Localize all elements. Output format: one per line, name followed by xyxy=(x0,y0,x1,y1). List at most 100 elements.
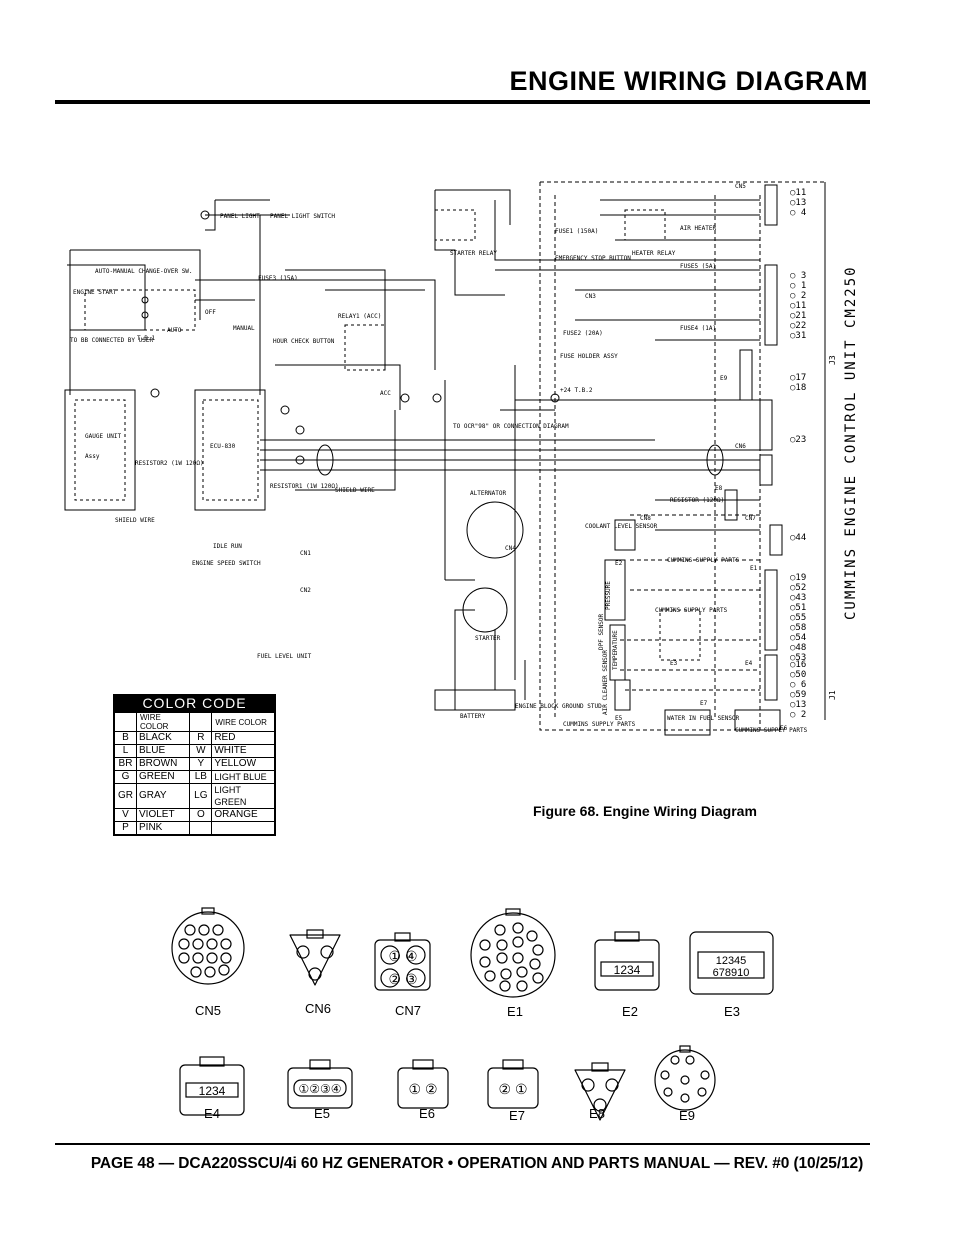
connector-face-views: ① ④ ② ③ 1234 12345 678910 1234 ①②③④ ① ② … xyxy=(171,907,774,1123)
e9-caption: E9 xyxy=(679,1108,695,1123)
svg-text:○ 6: ○ 6 xyxy=(790,680,806,690)
auto-manual-label: AUTO-MANUAL CHANGE-OVER SW. xyxy=(95,268,193,275)
alternator-label: ALTERNATOR xyxy=(470,490,507,497)
fuse5-label: FUSE5 (5A) xyxy=(680,263,716,270)
j1-label: J1 xyxy=(828,690,837,700)
e6-caption: E6 xyxy=(419,1106,435,1121)
acc-label: ACC xyxy=(380,390,391,397)
color-name: GRAY xyxy=(135,783,191,809)
e7-pins: ② ① xyxy=(499,1081,528,1097)
gauge-unit-label: GAUGE UNIT xyxy=(85,433,122,440)
pressure-label: PRESSURE xyxy=(605,581,612,610)
panel-light-switch-label: PANEL LIGHT SWITCH xyxy=(270,213,335,220)
air-heater-label: AIR HEATER xyxy=(680,225,717,232)
svg-text:○53: ○53 xyxy=(790,653,806,663)
relay1-label: RELAY1 (ACC) xyxy=(338,313,381,320)
svg-text:○17: ○17 xyxy=(790,373,806,383)
svg-text:○ 4: ○ 4 xyxy=(790,208,806,218)
assy-label: Assy xyxy=(85,453,100,460)
svg-text:○52: ○52 xyxy=(790,583,806,593)
color-code: V xyxy=(114,808,137,822)
resistor2-label: RESISTOR2 (1W 120Ω) xyxy=(135,460,204,467)
svg-text:○23: ○23 xyxy=(790,435,806,445)
svg-text:○21: ○21 xyxy=(790,311,806,321)
svg-text:○48: ○48 xyxy=(790,643,806,653)
e3-label: E3 xyxy=(670,660,678,667)
ecu-label: ECU-830 xyxy=(210,443,236,450)
cn5-label: CN5 xyxy=(735,183,746,190)
color-code xyxy=(189,821,213,835)
svg-text:○43: ○43 xyxy=(790,593,806,603)
cn6-caption: CN6 xyxy=(305,1001,331,1016)
color-name: PINK xyxy=(135,821,191,835)
j3-label: J3 xyxy=(828,355,837,365)
engine-start-label: ENGINE START xyxy=(73,289,117,296)
engine-wiring-diagram: ○11 ○13 ○ 4 ○ 3 ○ 1 ○ 2 ○11 ○21 ○22 ○31 … xyxy=(64,181,859,736)
control-unit-label: CUMMINS ENGINE CONTROL UNIT CM2250 xyxy=(843,265,859,620)
svg-text:○13: ○13 xyxy=(790,198,806,208)
hour-check-label: HOUR CHECK BUTTON xyxy=(273,338,335,345)
cummins-supply-label-4: CUMMINS SUPPLY PARTS xyxy=(735,727,808,734)
cn6-label: CN6 xyxy=(735,443,746,450)
color-code: BR xyxy=(114,757,137,771)
idle-run-label: IDLE RUN xyxy=(213,543,242,550)
e6-pins: ① ② xyxy=(409,1081,438,1097)
svg-text:○13: ○13 xyxy=(790,700,806,710)
svg-text:○ 2: ○ 2 xyxy=(790,710,806,720)
e3-pins-row2: 678910 xyxy=(713,967,750,979)
svg-text:○ 3: ○ 3 xyxy=(790,271,806,281)
svg-text:○59: ○59 xyxy=(790,690,806,700)
footer-rule xyxy=(55,1143,870,1145)
to-bb-label: TO BB CONNECTED BY USER xyxy=(70,337,153,344)
color-code: P xyxy=(114,821,137,835)
shield-wire-label: SHIELD WIRE xyxy=(115,517,155,524)
manual-label: MANUAL xyxy=(233,325,255,332)
color-name: ORANGE xyxy=(211,808,275,822)
cn7-pins-row2: ② ③ xyxy=(389,971,418,987)
figure-caption: Figure 68. Engine Wiring Diagram xyxy=(533,803,757,819)
air-cleaner-label: AIR CLEANER SENSOR xyxy=(602,650,609,715)
cn7-caption: CN7 xyxy=(395,1003,421,1018)
engine-ground-label: ENGINE BLOCK GROUND STUD xyxy=(515,703,602,710)
battery-label: BATTERY xyxy=(460,713,486,720)
e3-caption: E3 xyxy=(724,1004,740,1019)
svg-text:○11: ○11 xyxy=(790,301,806,311)
resistor3-label: RESISTOR (120Ω) xyxy=(670,497,724,504)
svg-text:○58: ○58 xyxy=(790,623,806,633)
panel-light-label: PANEL LIGHT xyxy=(220,213,260,220)
fuse1-label: FUSE1 (150A) xyxy=(555,228,598,235)
coolant-label: COOLANT LEVEL SENSOR xyxy=(585,523,658,530)
color-name: GREEN xyxy=(135,770,191,784)
starter-label: STARTER xyxy=(475,635,501,642)
dpf-sensor-label: DPF SENSOR xyxy=(598,613,605,650)
cummins-supply-label-2: CUMMINS SUPPLY PARTS xyxy=(655,607,728,614)
color-name: LIGHT GREEN xyxy=(211,783,275,809)
e1-label: E1 xyxy=(750,565,758,572)
color-code-grid: WIRE COLOR WIRE COLOR B BLACK R RED L BL… xyxy=(114,712,275,835)
svg-text:○54: ○54 xyxy=(790,633,806,643)
engine-speed-label: ENGINE SPEED SWITCH xyxy=(192,560,261,567)
page-title: ENGINE WIRING DIAGRAM xyxy=(509,66,868,96)
svg-text:○19: ○19 xyxy=(790,573,806,583)
color-row: GR GRAY LG LIGHT GREEN xyxy=(114,783,275,809)
wire-color-header-left: WIRE COLOR xyxy=(135,712,191,732)
color-code: G xyxy=(114,770,137,784)
e5-caption: E5 xyxy=(314,1106,330,1121)
water-in-fuel-label: WATER IN FUEL SENSOR xyxy=(667,715,740,722)
e4-pins: 1234 xyxy=(199,1084,226,1098)
heater-relay-label: HEATER RELAY xyxy=(632,250,676,257)
svg-text:○51: ○51 xyxy=(790,603,806,613)
svg-text:○22: ○22 xyxy=(790,321,806,331)
cn5-caption: CN5 xyxy=(195,1003,221,1018)
color-code-table: COLOR CODE WIRE COLOR WIRE COLOR B BLACK… xyxy=(113,694,276,836)
svg-text:○11: ○11 xyxy=(790,188,806,198)
color-code: O xyxy=(189,808,213,822)
e9-label: E9 xyxy=(720,375,728,382)
e8-label: E8 xyxy=(715,485,723,492)
e4-caption: E4 xyxy=(204,1106,220,1121)
e5-pins: ①②③④ xyxy=(298,1082,341,1096)
color-code: L xyxy=(114,744,137,758)
color-code-title: COLOR CODE xyxy=(114,695,275,712)
color-name: BLACK xyxy=(135,731,191,745)
color-name: RED xyxy=(211,731,275,745)
